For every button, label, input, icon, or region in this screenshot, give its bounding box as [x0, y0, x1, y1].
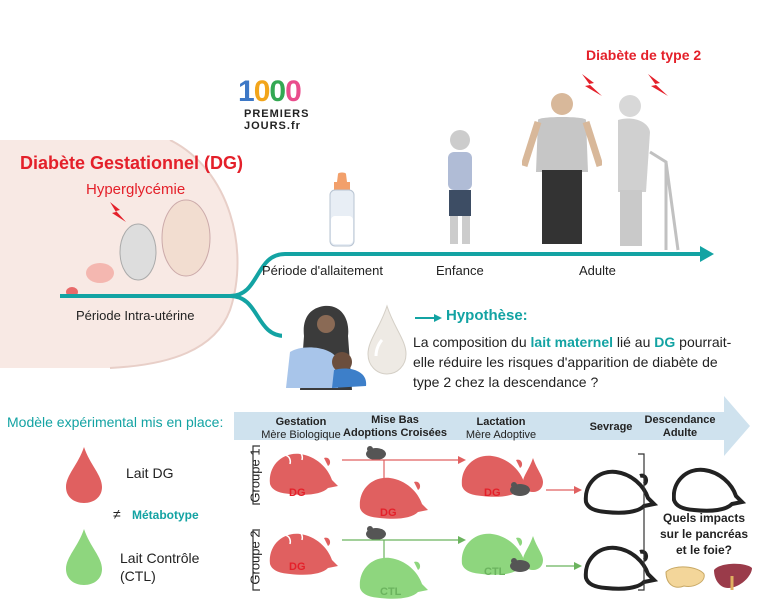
model-title: Modèle expérimental mis en place:	[7, 414, 224, 430]
stage-gestation: Gestation Mère Biologique	[255, 416, 347, 442]
logo-line1: PREMIERS	[244, 108, 310, 120]
stage-sevrage: Sevrage	[589, 421, 633, 433]
stage-descendance-sub: Adulte	[662, 427, 698, 439]
metabotype-label: Métabotype	[132, 508, 199, 522]
baby-bottle-icon	[329, 172, 355, 247]
neq-symbol: ≠	[113, 506, 121, 522]
liver-icon	[714, 563, 752, 590]
g1-misebas-dg: DG	[380, 507, 397, 519]
question-line2: sur le pancréas	[659, 527, 749, 541]
hypothesis-text-part2: lié au	[613, 334, 655, 350]
question-line1: Quels impacts	[662, 511, 746, 525]
stage-lactation-sub: Mère Adoptive	[465, 429, 537, 441]
arrow-right-icon	[415, 314, 442, 322]
drop-dg-icon	[66, 447, 102, 503]
experiment-timeline-arrow	[234, 396, 750, 456]
question-line3: et le foie?	[675, 543, 732, 557]
adulte-label: Adulte	[579, 263, 616, 278]
mice-diagram	[269, 446, 656, 599]
stage-lactation: Lactation Mère Adoptive	[455, 416, 547, 442]
hypothesis-line3: type 2 chez la descendance ?	[413, 374, 599, 390]
elderly-figure	[618, 95, 680, 251]
stage-misebas-sub: Adoptions Croisées	[343, 427, 447, 439]
stage-misebas: Mise Bas Adoptions Croisées	[340, 414, 450, 440]
g2-lactation-ctl: CTL	[484, 566, 506, 578]
group-brackets	[252, 445, 260, 591]
g2-misebas-ctl: CTL	[380, 586, 402, 598]
dg-title: Diabète Gestationnel (DG)	[20, 153, 244, 173]
stage-descendance: Descendance Adulte	[638, 414, 722, 440]
lait-ctl-line2: (CTL)	[120, 568, 156, 584]
hypothesis-line2: elle réduire les risques d'apparition de…	[413, 354, 718, 370]
child-figure	[448, 130, 472, 244]
periode-intra-label: Période Intra-utérine	[76, 308, 195, 323]
pregnancy-silhouette	[0, 140, 239, 369]
logo-line2: JOURS.fr	[244, 120, 301, 132]
stage-gestation-sub: Mère Biologique	[261, 429, 341, 441]
lait-ctl-line1: Lait Contrôle	[120, 550, 200, 566]
periode-allaitement-label: Période d'allaitement	[262, 263, 383, 278]
hypothesis-text-part3: pourrait-	[675, 334, 732, 350]
drop-ctl-icon	[66, 529, 102, 585]
hypothesis-lait: lait maternel	[530, 334, 614, 350]
life-timeline	[60, 246, 714, 338]
pancreas-icon	[665, 566, 705, 588]
adult-figure	[522, 93, 602, 244]
milk-drop-icon	[367, 304, 407, 375]
question-text: Quels impacts sur le pancréas et le foie…	[650, 510, 758, 558]
lightning-icon	[582, 74, 602, 96]
lait-dg-label: Lait DG	[126, 465, 174, 481]
logo: 1000 1000 PREMIERS JOURS.fr	[238, 76, 318, 133]
hypothesis-text: La composition du lait maternel lié au D…	[413, 332, 759, 392]
enfance-label: Enfance	[436, 263, 484, 278]
lightning-icon	[648, 74, 668, 96]
g2-gestation-dg: DG	[289, 561, 306, 573]
hyperglycemie-label: Hyperglycémie	[86, 181, 186, 198]
stage-descendance-title: Descendance	[644, 414, 716, 426]
lait-ctl-label: Lait Contrôle (CTL)	[120, 549, 199, 585]
stage-gestation-title: Gestation	[275, 416, 327, 428]
g1-gestation-dg: DG	[289, 487, 306, 499]
hypothesis-text-part1: La composition du	[413, 334, 531, 350]
stage-misebas-title: Mise Bas	[371, 414, 419, 426]
diabete-type2-label: Diabète de type 2	[586, 47, 702, 63]
hypothesis-dg: DG	[654, 334, 676, 350]
g1-lactation-dg: DG	[484, 487, 501, 499]
descendant-mouse-icon	[672, 467, 746, 513]
hypothesis-label: Hypothèse:	[446, 307, 528, 324]
lightning-icon	[110, 202, 126, 222]
breastfeeding-illustration	[282, 300, 376, 392]
stage-lactation-title: Lactation	[476, 416, 526, 428]
